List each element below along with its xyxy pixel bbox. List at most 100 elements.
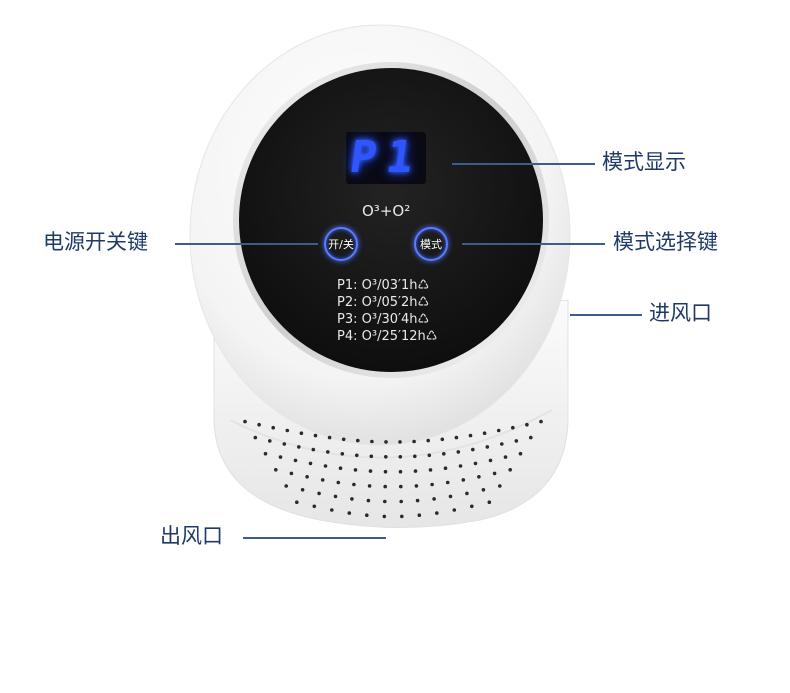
outlet-hole [435, 511, 439, 515]
outlet-hole [282, 442, 287, 446]
power-callout-label: 电源开关键 [43, 230, 148, 254]
outlet-hole [454, 435, 459, 440]
power-callout-line [175, 243, 318, 245]
mode-callout-line [462, 243, 605, 245]
outlet-hole [492, 471, 497, 476]
outlet-hole [313, 433, 318, 438]
outlet-hole [443, 466, 448, 471]
outlet-hole [498, 484, 502, 488]
outlet-hole [300, 488, 305, 492]
outlet-hole [465, 491, 469, 496]
outlet-hole [293, 458, 298, 463]
outlet-hole [399, 484, 403, 489]
outlet-hole [338, 466, 343, 471]
outlet-hole [350, 497, 354, 501]
outlet-hole [485, 445, 490, 449]
outlet-hole [442, 452, 446, 456]
outlet-hole [415, 498, 420, 503]
outlet-hole [539, 419, 543, 424]
outlet-hole [308, 461, 313, 466]
outlet-hole [312, 504, 317, 509]
outlet-hole [470, 504, 474, 509]
outlet-hole [477, 475, 481, 479]
outlet-hole [356, 438, 360, 443]
mode-row-p2: P2: O³/05′2h♺ [337, 295, 430, 310]
outlet-hole [500, 442, 504, 446]
outlet-hole [529, 435, 533, 440]
outlet-hole [268, 439, 272, 443]
outlet-hole [271, 425, 276, 430]
outlet-hole [367, 484, 372, 488]
outlet-hole [427, 453, 432, 458]
outlet-hole [518, 451, 523, 456]
outlet-hole [384, 440, 388, 444]
outlet-hole [370, 439, 374, 444]
mode-row-p4: P4: O³/25′12h♺ [337, 329, 438, 344]
outlet-hole [297, 445, 301, 449]
outlet-hole [383, 469, 388, 474]
air-out-callout-label: 出风口 [160, 524, 223, 548]
outlet-hole [305, 475, 309, 479]
outlet-hole [508, 468, 512, 472]
outlet-hole [496, 428, 501, 433]
outlet-hole [347, 511, 352, 515]
outlet-hole [452, 508, 457, 512]
outlet-hole [458, 464, 463, 468]
outlet-hole [320, 478, 325, 482]
outlet-hole [482, 431, 487, 436]
outlet-hole [355, 453, 359, 458]
outlet-hole [317, 491, 321, 496]
outlet-hole [336, 480, 341, 485]
outlet-hole [445, 480, 450, 485]
power-button[interactable]: 开/关 [324, 227, 358, 261]
outlet-hole [384, 455, 388, 459]
outlet-hole [323, 464, 328, 468]
display-callout-label: 模式显示 [602, 150, 686, 174]
outlet-hole [428, 468, 433, 472]
outlet-hole [514, 439, 519, 443]
outlet-hole [430, 482, 434, 487]
outlet-hole [400, 514, 404, 519]
air-in-callout-line [570, 314, 642, 316]
mode-row-p1: P1: O³/03′1h♺ [337, 278, 430, 293]
outlet-hole [487, 500, 492, 505]
outlet-hole [414, 484, 419, 488]
outlet-hole [253, 435, 258, 440]
outlet-hole [289, 471, 294, 476]
mode-row-p3: P3: O³/30′4h♺ [337, 312, 430, 327]
outlet-hole [284, 484, 289, 488]
outlet-hole [525, 422, 529, 427]
outlet-hole [382, 514, 387, 519]
outlet-hole [333, 494, 338, 499]
outlet-hole [468, 433, 473, 438]
outlet-hole [417, 513, 422, 517]
outlet-hole [340, 452, 345, 456]
outlet-hole [243, 419, 247, 424]
outlet-hole [341, 437, 346, 442]
outlet-hole [369, 454, 374, 459]
outlet-hole [426, 438, 431, 443]
outlet-hole [366, 498, 371, 503]
outlet-hole [278, 455, 283, 459]
outlet-hole [503, 455, 508, 459]
outlet-hole [353, 468, 358, 472]
outlet-hole [473, 461, 478, 466]
outlet-hole [488, 458, 493, 463]
outlet-hole [383, 484, 388, 489]
air-outlet-holes [243, 419, 543, 519]
control-face [239, 68, 543, 372]
outlet-hole [311, 447, 316, 452]
outlet-hole [461, 478, 466, 482]
outlet-hole [413, 454, 417, 459]
outlet-hole [413, 469, 418, 473]
display-callout-line [452, 163, 595, 165]
outlet-hole [257, 422, 261, 427]
outlet-hole [263, 451, 268, 456]
outlet-hole [295, 500, 299, 505]
outlet-hole [448, 494, 453, 499]
mode-button[interactable]: 模式 [414, 227, 448, 261]
outlet-hole [398, 469, 403, 474]
outlet-hole [326, 450, 330, 454]
